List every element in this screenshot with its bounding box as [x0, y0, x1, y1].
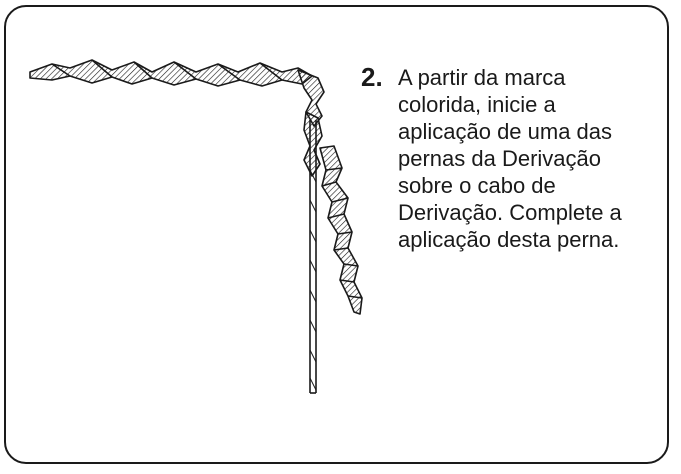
hanging-rod-leg [319, 145, 363, 315]
vertical-rod-top [303, 111, 323, 177]
step-text: A partir da marca colorida, inicie a apl… [398, 65, 622, 252]
instruction-panel [4, 5, 669, 464]
horizontal-rod [29, 59, 313, 87]
step-number: 2. [361, 62, 383, 92]
step-instruction: 2. A partir da marca colorida, inicie a … [361, 64, 661, 253]
